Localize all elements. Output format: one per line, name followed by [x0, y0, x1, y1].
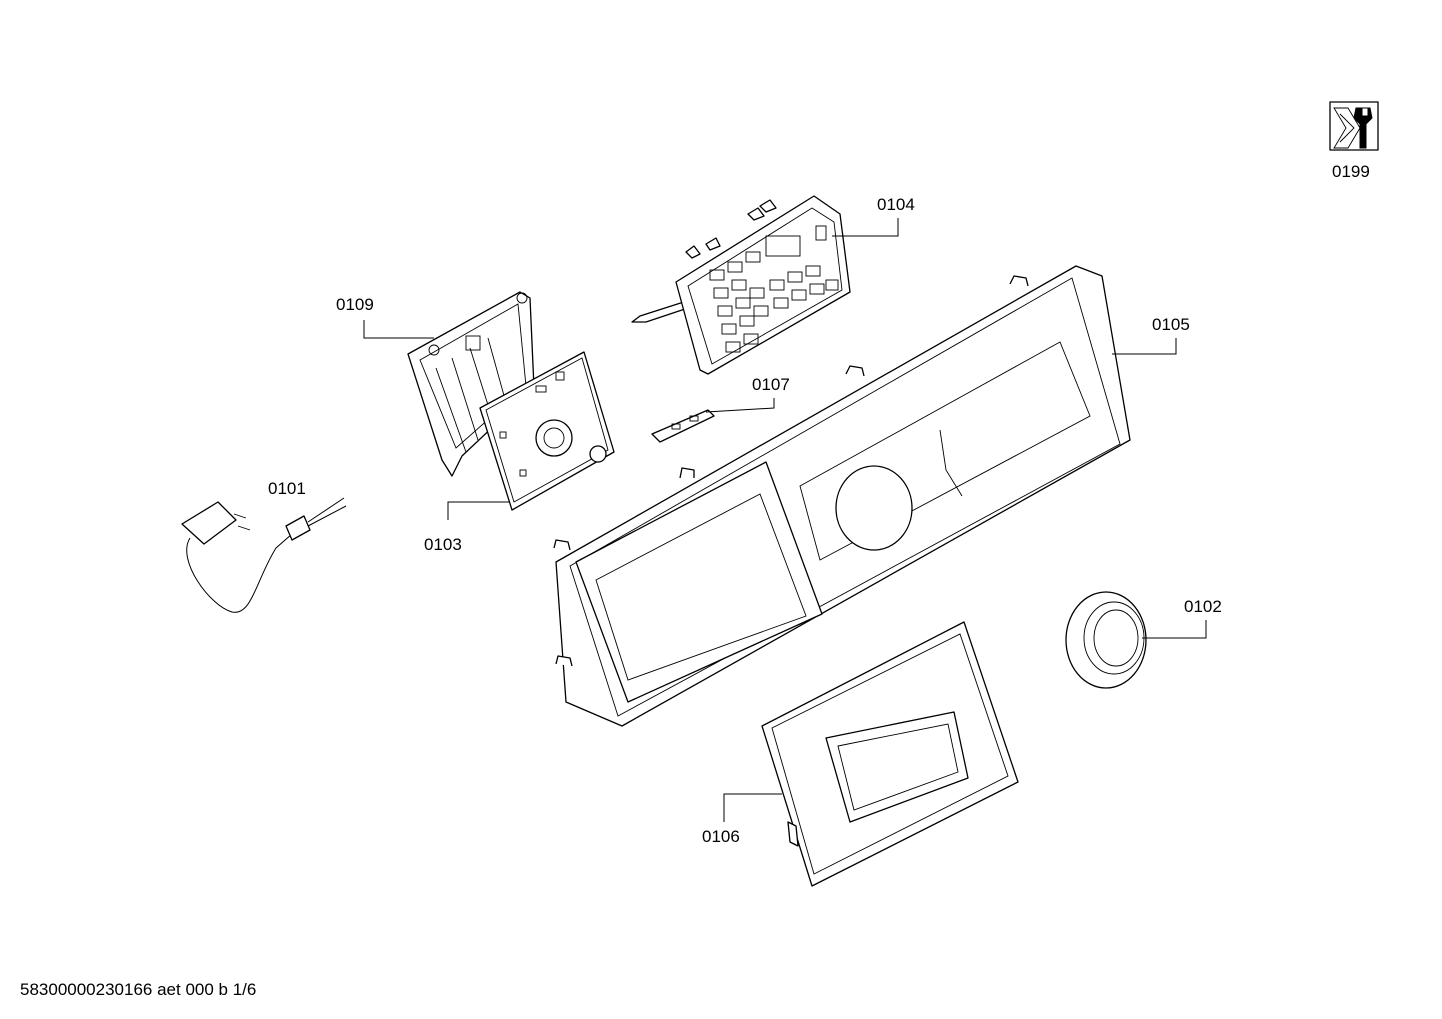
control-panel-fascia-part — [553, 265, 1131, 727]
label-0107: 0107 — [752, 375, 790, 394]
label-0105: 0105 — [1152, 315, 1190, 334]
label-0106: 0106 — [702, 827, 740, 846]
label-0103: 0103 — [424, 535, 462, 554]
display-module-part — [631, 195, 851, 375]
service-tool-icon — [1329, 101, 1379, 151]
control-board-part — [479, 351, 615, 511]
drawer-handle-part — [761, 621, 1019, 887]
document-footer: 58300000230166 aet 000 b 1/6 — [20, 980, 257, 999]
power-cord-part — [181, 497, 347, 613]
sensor-board-part — [651, 409, 715, 443]
knob-ring-part — [1065, 591, 1147, 689]
label-0104: 0104 — [877, 195, 915, 214]
label-0109: 0109 — [336, 295, 374, 314]
label-0101: 0101 — [268, 479, 306, 498]
label-0199: 0199 — [1332, 162, 1370, 181]
label-0102: 0102 — [1184, 597, 1222, 616]
leader-lines — [363, 218, 1207, 822]
